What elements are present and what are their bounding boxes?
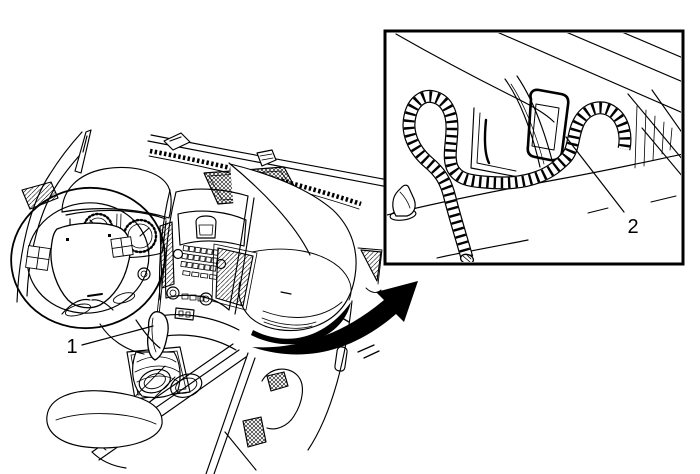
zoom-arrow xyxy=(252,281,418,359)
window-switch xyxy=(334,346,348,372)
steering-column xyxy=(99,267,161,355)
antenna-connector xyxy=(526,88,570,162)
passenger-side-vent xyxy=(357,247,383,293)
door-speaker xyxy=(242,416,267,448)
center-vent-right xyxy=(215,247,254,307)
callout-1-leader xyxy=(81,325,154,346)
gear-shift-lever xyxy=(126,267,191,400)
wiring-harness-conduit xyxy=(402,89,632,262)
dash-shadow-crescent xyxy=(251,302,351,345)
airbag-pad xyxy=(50,222,131,309)
callout-1-label: 1 xyxy=(66,336,77,358)
steering-wheel xyxy=(10,186,166,330)
connector-bracket xyxy=(470,107,519,178)
inset-detail-box xyxy=(383,29,685,266)
door-armrest xyxy=(261,368,303,430)
lower-spokes xyxy=(61,298,114,315)
center-vent-left xyxy=(159,221,175,289)
inset-windshield-lines xyxy=(395,33,681,176)
callout-1 xyxy=(81,325,154,346)
shift-knob xyxy=(147,311,169,361)
radio-buttons xyxy=(180,245,219,280)
steering-controls-right xyxy=(110,236,134,258)
hazard-switch-pod xyxy=(195,215,217,239)
door-panel xyxy=(205,300,353,474)
inset-detail-view xyxy=(387,33,681,262)
callout-2-leader xyxy=(565,136,625,213)
inset-dash-surface xyxy=(387,153,681,259)
side-window-defroster-vent xyxy=(21,181,59,210)
mirror-mount xyxy=(163,132,191,151)
passenger-dash-glovebox xyxy=(228,162,357,345)
harness-grommet xyxy=(389,184,417,221)
power-outlet-cover xyxy=(174,307,195,321)
console-armrest xyxy=(46,390,163,449)
radio-knob-left xyxy=(172,248,184,260)
door-handle xyxy=(266,371,289,392)
steering-controls-left xyxy=(25,245,51,271)
main-view-instrument-panel xyxy=(10,129,384,474)
floor-console xyxy=(46,267,247,469)
callout-2-label: 2 xyxy=(627,216,638,238)
radio-display xyxy=(177,210,247,247)
